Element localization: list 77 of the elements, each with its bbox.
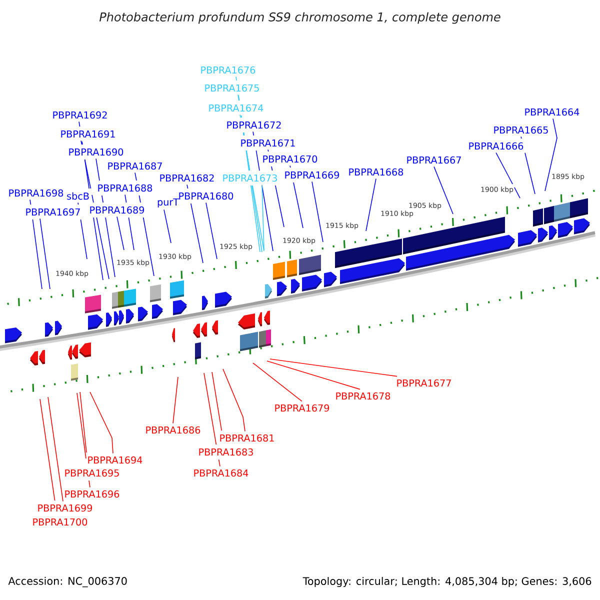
gene-label: PBPRA1683 — [199, 448, 253, 456]
gene-label: sbcB — [67, 192, 89, 200]
leader-line — [80, 392, 87, 453]
leader-line — [312, 181, 324, 242]
gene-label: PBPRA1695 — [65, 469, 119, 477]
gene-label: PBPRA1669 — [285, 171, 340, 179]
gene-label: PBPRA1670 — [263, 155, 318, 163]
leader-line — [164, 209, 172, 244]
gene-label: PBPRA1667 — [407, 156, 461, 164]
leader-line — [124, 194, 134, 250]
leader-line — [366, 178, 376, 232]
leader-line — [434, 166, 454, 214]
gene-label: PBPRA1676 — [201, 66, 256, 74]
leader-line — [78, 121, 104, 280]
leader-line — [544, 118, 558, 192]
leader-line — [496, 152, 520, 198]
gene-label: PBPRA1679 — [275, 404, 330, 412]
leader-line — [270, 358, 398, 377]
gene-label: PBPRA1672 — [227, 121, 281, 129]
leader-line — [48, 396, 64, 502]
leader-line — [520, 136, 536, 194]
leader-line — [186, 184, 204, 264]
leader-line — [268, 149, 284, 228]
gene-label: PBPRA1694 — [88, 456, 142, 464]
genome-summary-text: Topology: circular; Length: 4,085,304 bp; Genes: 3,606 — [302, 576, 592, 588]
leader-line — [206, 202, 218, 260]
gene-label: PBPRA1684 — [194, 469, 248, 477]
gene-label: PBPRA1680 — [179, 192, 234, 200]
leader-line — [76, 392, 90, 488]
gene-label: PBPRA1673 — [223, 174, 277, 182]
leader-line — [90, 392, 114, 454]
leader-line — [290, 165, 304, 228]
leader-line — [116, 216, 124, 250]
gene-label: PBPRA1692 — [53, 111, 107, 119]
leader-line — [172, 376, 178, 424]
accession-text: Accession: NC_006370 — [8, 576, 127, 588]
gene-label: PBPRA1700 — [33, 518, 88, 526]
gene-label: PBPRA1674 — [209, 104, 264, 112]
leader-line — [96, 158, 116, 278]
gene-label: PBPRA1688 — [98, 184, 152, 192]
gene-label: PBPRA1671 — [241, 139, 295, 147]
leader-line — [266, 360, 360, 390]
leader-line — [30, 199, 42, 290]
leader-line — [252, 362, 302, 402]
gene-label: PBPRA1690 — [69, 148, 124, 156]
gene-label: PBPRA1698 — [9, 189, 64, 197]
leader-line — [78, 202, 88, 260]
gene-label: PBPRA1675 — [205, 84, 259, 92]
gene-label: PBPRA1687 — [108, 162, 162, 170]
gene-label: PBPRA1677 — [397, 379, 451, 387]
leader-line — [40, 218, 50, 290]
gene-label: PBPRA1689 — [90, 206, 144, 214]
gene-label: PBPRA1691 — [61, 130, 115, 138]
gene-label: PBPRA1678 — [336, 392, 390, 400]
leader-line — [80, 140, 110, 280]
gene-label: PBPRA1665 — [494, 126, 548, 134]
leader-line — [212, 372, 222, 431]
gene-label: PBPRA1699 — [38, 504, 92, 512]
leader-line — [262, 184, 264, 250]
gene-label: PBPRA1666 — [469, 142, 524, 150]
leader-line — [204, 372, 220, 467]
gene-label: PBPRA1696 — [65, 490, 120, 498]
gene-label: PBPRA1668 — [349, 168, 404, 176]
gene-label: purT — [158, 198, 180, 208]
leader-line — [252, 131, 274, 252]
gene-label: PBPRA1686 — [146, 426, 200, 434]
gene-label: PBPRA1697 — [26, 208, 80, 216]
gene-label: PBPRA1664 — [525, 108, 580, 116]
gene-label: PBPRA1682 — [160, 174, 214, 182]
leader-line — [134, 172, 154, 276]
leader-line — [240, 114, 264, 252]
leader-line — [222, 368, 246, 432]
leader-line — [236, 76, 260, 252]
leader-line — [40, 398, 56, 501]
title: Photobacterium profundum SS9 chromosome 1, complete genome — [99, 12, 500, 24]
gene-label: PBPRA1681 — [220, 434, 274, 442]
leader-line — [238, 94, 262, 252]
